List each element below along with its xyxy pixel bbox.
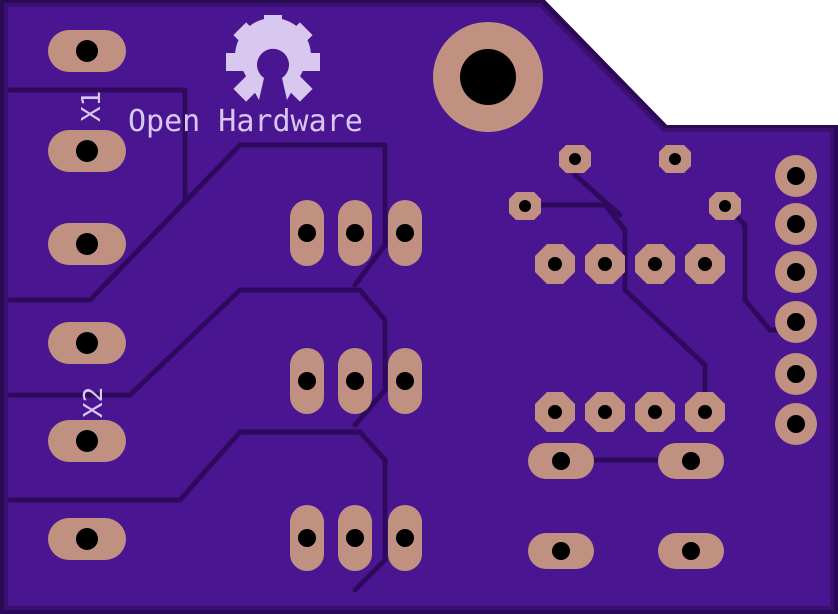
three-pin-footprint-2 (290, 348, 422, 414)
open-hardware-gear-icon (226, 15, 320, 102)
mounting-hole (433, 22, 543, 132)
connector-x2-pads (48, 322, 126, 560)
dip-ic-footprint (535, 244, 725, 432)
header-pin-row (775, 155, 817, 445)
three-pin-footprint-3 (290, 505, 422, 571)
three-pin-footprint-1 (290, 200, 422, 266)
vias (509, 145, 741, 220)
board-copper-pour (4, 3, 834, 610)
oval-pads (528, 443, 724, 569)
brand-label: Open Hardware (128, 104, 363, 139)
connector-x1-pads (48, 30, 126, 265)
connector-x1-label: X1 (77, 91, 107, 122)
connector-x2-label: X2 (79, 387, 109, 418)
